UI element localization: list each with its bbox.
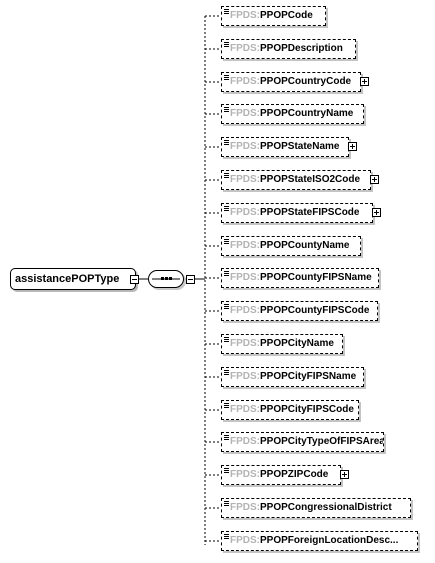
namespace-prefix: FPDS:	[230, 502, 260, 513]
namespace-prefix: FPDS:	[230, 108, 260, 119]
element-name: PPOPCongressionalDistrict	[260, 502, 392, 513]
element-content-icon	[224, 337, 229, 342]
element-box[interactable]: FPDS:PPOPCountryCode	[221, 72, 361, 92]
namespace-prefix: FPDS:	[230, 240, 260, 251]
element-name: PPOPForeignLocationDesc...	[260, 535, 399, 546]
element-content-icon	[224, 9, 229, 14]
namespace-prefix: FPDS:	[230, 207, 260, 218]
element-content-icon	[224, 271, 229, 276]
element-box[interactable]: FPDS:PPOPDescription	[221, 39, 356, 59]
element-box[interactable]: FPDS:PPOPCountyName	[221, 236, 361, 256]
element-name: PPOPZIPCode	[260, 469, 329, 480]
element-box[interactable]: FPDS:PPOPStateFIPSCode	[221, 203, 373, 223]
root-type-label: assistancePOPType	[15, 273, 120, 285]
element-content-icon	[224, 304, 229, 309]
element-name: PPOPCode	[260, 10, 313, 21]
namespace-prefix: FPDS:	[230, 43, 260, 54]
namespace-prefix: FPDS:	[230, 305, 260, 316]
element-name: PPOPCountyFIPSCode	[260, 305, 370, 316]
element-box[interactable]: FPDS:PPOPCityTypeOfFIPSArea	[221, 432, 384, 452]
element-name: PPOPDescription	[260, 43, 343, 54]
element-box[interactable]: FPDS:PPOPForeignLocationDesc...	[221, 531, 418, 551]
expand-icon[interactable]	[340, 470, 349, 479]
element-box[interactable]: FPDS:PPOPStateISO2Code	[221, 170, 371, 190]
element-box[interactable]: FPDS:PPOPCongressionalDistrict	[221, 498, 411, 518]
element-name: PPOPCountyFIPSName	[260, 272, 372, 283]
namespace-prefix: FPDS:	[230, 76, 260, 87]
namespace-prefix: FPDS:	[230, 404, 260, 415]
element-content-icon	[224, 468, 229, 473]
sequence-icon	[152, 277, 180, 280]
namespace-prefix: FPDS:	[230, 469, 260, 480]
element-name: PPOPCityName	[260, 338, 334, 349]
element-content-icon	[224, 534, 229, 539]
element-content-icon	[224, 370, 229, 375]
namespace-prefix: FPDS:	[230, 10, 260, 21]
element-name: PPOPStateName	[260, 141, 340, 152]
element-content-icon	[224, 173, 229, 178]
element-box[interactable]: FPDS:PPOPCode	[221, 6, 326, 26]
element-name: PPOPStateFIPSCode	[260, 207, 360, 218]
namespace-prefix: FPDS:	[230, 371, 260, 382]
element-name: PPOPStateISO2Code	[260, 174, 361, 185]
element-content-icon	[224, 501, 229, 506]
element-box[interactable]: FPDS:PPOPStateName	[221, 137, 349, 157]
element-content-icon	[224, 75, 229, 80]
element-box[interactable]: FPDS:PPOPCityName	[221, 334, 343, 354]
element-box[interactable]: FPDS:PPOPCityFIPSName	[221, 367, 364, 387]
element-name: PPOPCountryCode	[260, 76, 352, 87]
expand-icon[interactable]	[360, 77, 369, 86]
element-box[interactable]: FPDS:PPOPCountyFIPSName	[221, 268, 379, 288]
namespace-prefix: FPDS:	[230, 174, 260, 185]
sequence-collapse-icon[interactable]	[186, 275, 195, 284]
element-content-icon	[224, 42, 229, 47]
namespace-prefix: FPDS:	[230, 338, 260, 349]
element-name: PPOPCountryName	[260, 108, 354, 119]
root-collapse-icon[interactable]	[130, 275, 139, 284]
element-content-icon	[224, 140, 229, 145]
element-content-icon	[224, 435, 229, 440]
element-content-icon	[224, 403, 229, 408]
root-type-box[interactable]: assistancePOPType	[10, 268, 136, 290]
element-box[interactable]: FPDS:PPOPCityFIPSCode	[221, 400, 359, 420]
element-name: PPOPCityFIPSCode	[260, 404, 354, 415]
namespace-prefix: FPDS:	[230, 141, 260, 152]
namespace-prefix: FPDS:	[230, 535, 260, 546]
element-content-icon	[224, 107, 229, 112]
expand-icon[interactable]	[348, 142, 357, 151]
expand-icon[interactable]	[370, 175, 379, 184]
namespace-prefix: FPDS:	[230, 436, 260, 447]
sequence-compositor	[148, 270, 184, 288]
element-name: PPOPCityTypeOfFIPSArea	[260, 436, 384, 447]
element-name: PPOPCityFIPSName	[260, 371, 357, 382]
element-box[interactable]: FPDS:PPOPCountryName	[221, 104, 364, 124]
element-content-icon	[224, 239, 229, 244]
element-box[interactable]: FPDS:PPOPCountyFIPSCode	[221, 301, 378, 321]
namespace-prefix: FPDS:	[230, 272, 260, 283]
element-box[interactable]: FPDS:PPOPZIPCode	[221, 465, 341, 485]
element-name: PPOPCountyName	[260, 240, 350, 251]
element-content-icon	[224, 206, 229, 211]
expand-icon[interactable]	[372, 208, 381, 217]
